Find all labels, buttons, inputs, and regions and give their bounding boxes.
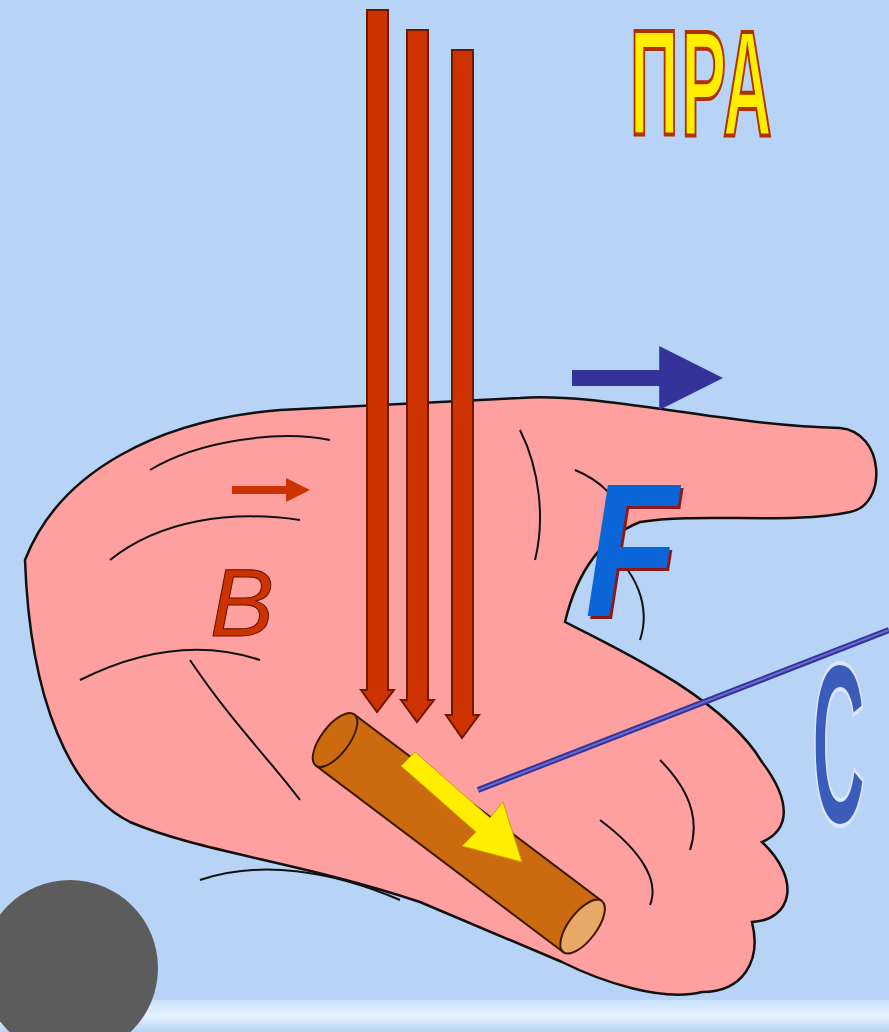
field-lines bbox=[361, 10, 479, 738]
force-label: F bbox=[585, 455, 678, 645]
b-arrow-head bbox=[286, 478, 310, 502]
hand bbox=[25, 397, 876, 994]
f-arrow bbox=[572, 370, 672, 386]
b-arrow bbox=[232, 486, 290, 494]
conductor bbox=[305, 706, 613, 961]
heading: ПРА bbox=[630, 8, 774, 158]
current-arrow bbox=[401, 752, 522, 862]
heading-fragment: С bbox=[812, 630, 865, 860]
field-label: B bbox=[210, 555, 274, 651]
grey-circle bbox=[0, 880, 158, 1032]
